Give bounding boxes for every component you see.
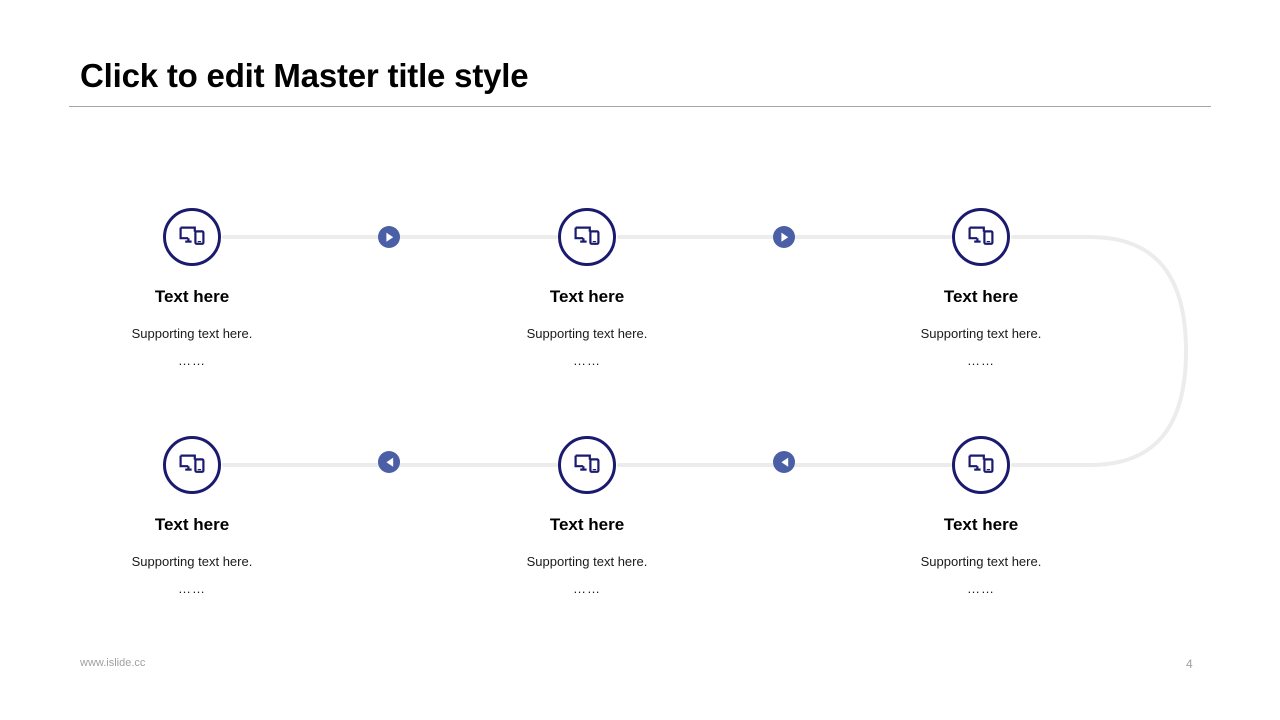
play-left-icon[interactable]: [773, 451, 795, 473]
node-heading: Text here: [943, 287, 1019, 306]
devices-icon-glyph: [179, 454, 205, 473]
node-ellipsis: ……: [967, 353, 995, 369]
footer-url: www.islide.cc: [80, 657, 146, 669]
node-supporting-text: Supporting text here.: [526, 325, 648, 341]
node-supporting-text: Supporting text here.: [526, 553, 648, 569]
devices-icon[interactable]: [952, 436, 1010, 494]
node-ellipsis: ……: [178, 581, 206, 597]
devices-icon[interactable]: [558, 436, 616, 494]
node-heading: Text here: [549, 515, 625, 534]
node-supporting-text: Supporting text here.: [920, 553, 1042, 569]
node-supporting-text: Supporting text here.: [131, 325, 253, 341]
page-number: 4: [1186, 657, 1193, 671]
devices-icon[interactable]: [952, 208, 1010, 266]
title-divider: [69, 106, 1211, 107]
play-left-icon[interactable]: [378, 451, 400, 473]
devices-icon[interactable]: [163, 208, 221, 266]
node-supporting-text: Supporting text here.: [920, 325, 1042, 341]
devices-icon[interactable]: [558, 208, 616, 266]
devices-icon-glyph: [968, 454, 994, 473]
play-triangle-glyph: [780, 232, 788, 242]
devices-icon[interactable]: [163, 436, 221, 494]
node-heading: Text here: [943, 515, 1019, 534]
play-right-icon[interactable]: [378, 226, 400, 248]
devices-icon-glyph: [574, 226, 600, 245]
node-supporting-text: Supporting text here.: [131, 553, 253, 569]
node-heading: Text here: [549, 287, 625, 306]
node-ellipsis: ……: [178, 353, 206, 369]
node-ellipsis: ……: [573, 581, 601, 597]
node-heading: Text here: [154, 287, 230, 306]
play-right-icon[interactable]: [773, 226, 795, 248]
page-title: Click to edit Master title style: [80, 57, 529, 94]
play-triangle-glyph: [385, 457, 393, 467]
devices-icon-glyph: [968, 226, 994, 245]
play-triangle-glyph: [385, 232, 393, 242]
node-ellipsis: ……: [967, 581, 995, 597]
node-heading: Text here: [154, 515, 230, 534]
node-ellipsis: ……: [573, 353, 601, 369]
devices-icon-glyph: [574, 454, 600, 473]
devices-icon-glyph: [179, 226, 205, 245]
play-triangle-glyph: [780, 457, 788, 467]
